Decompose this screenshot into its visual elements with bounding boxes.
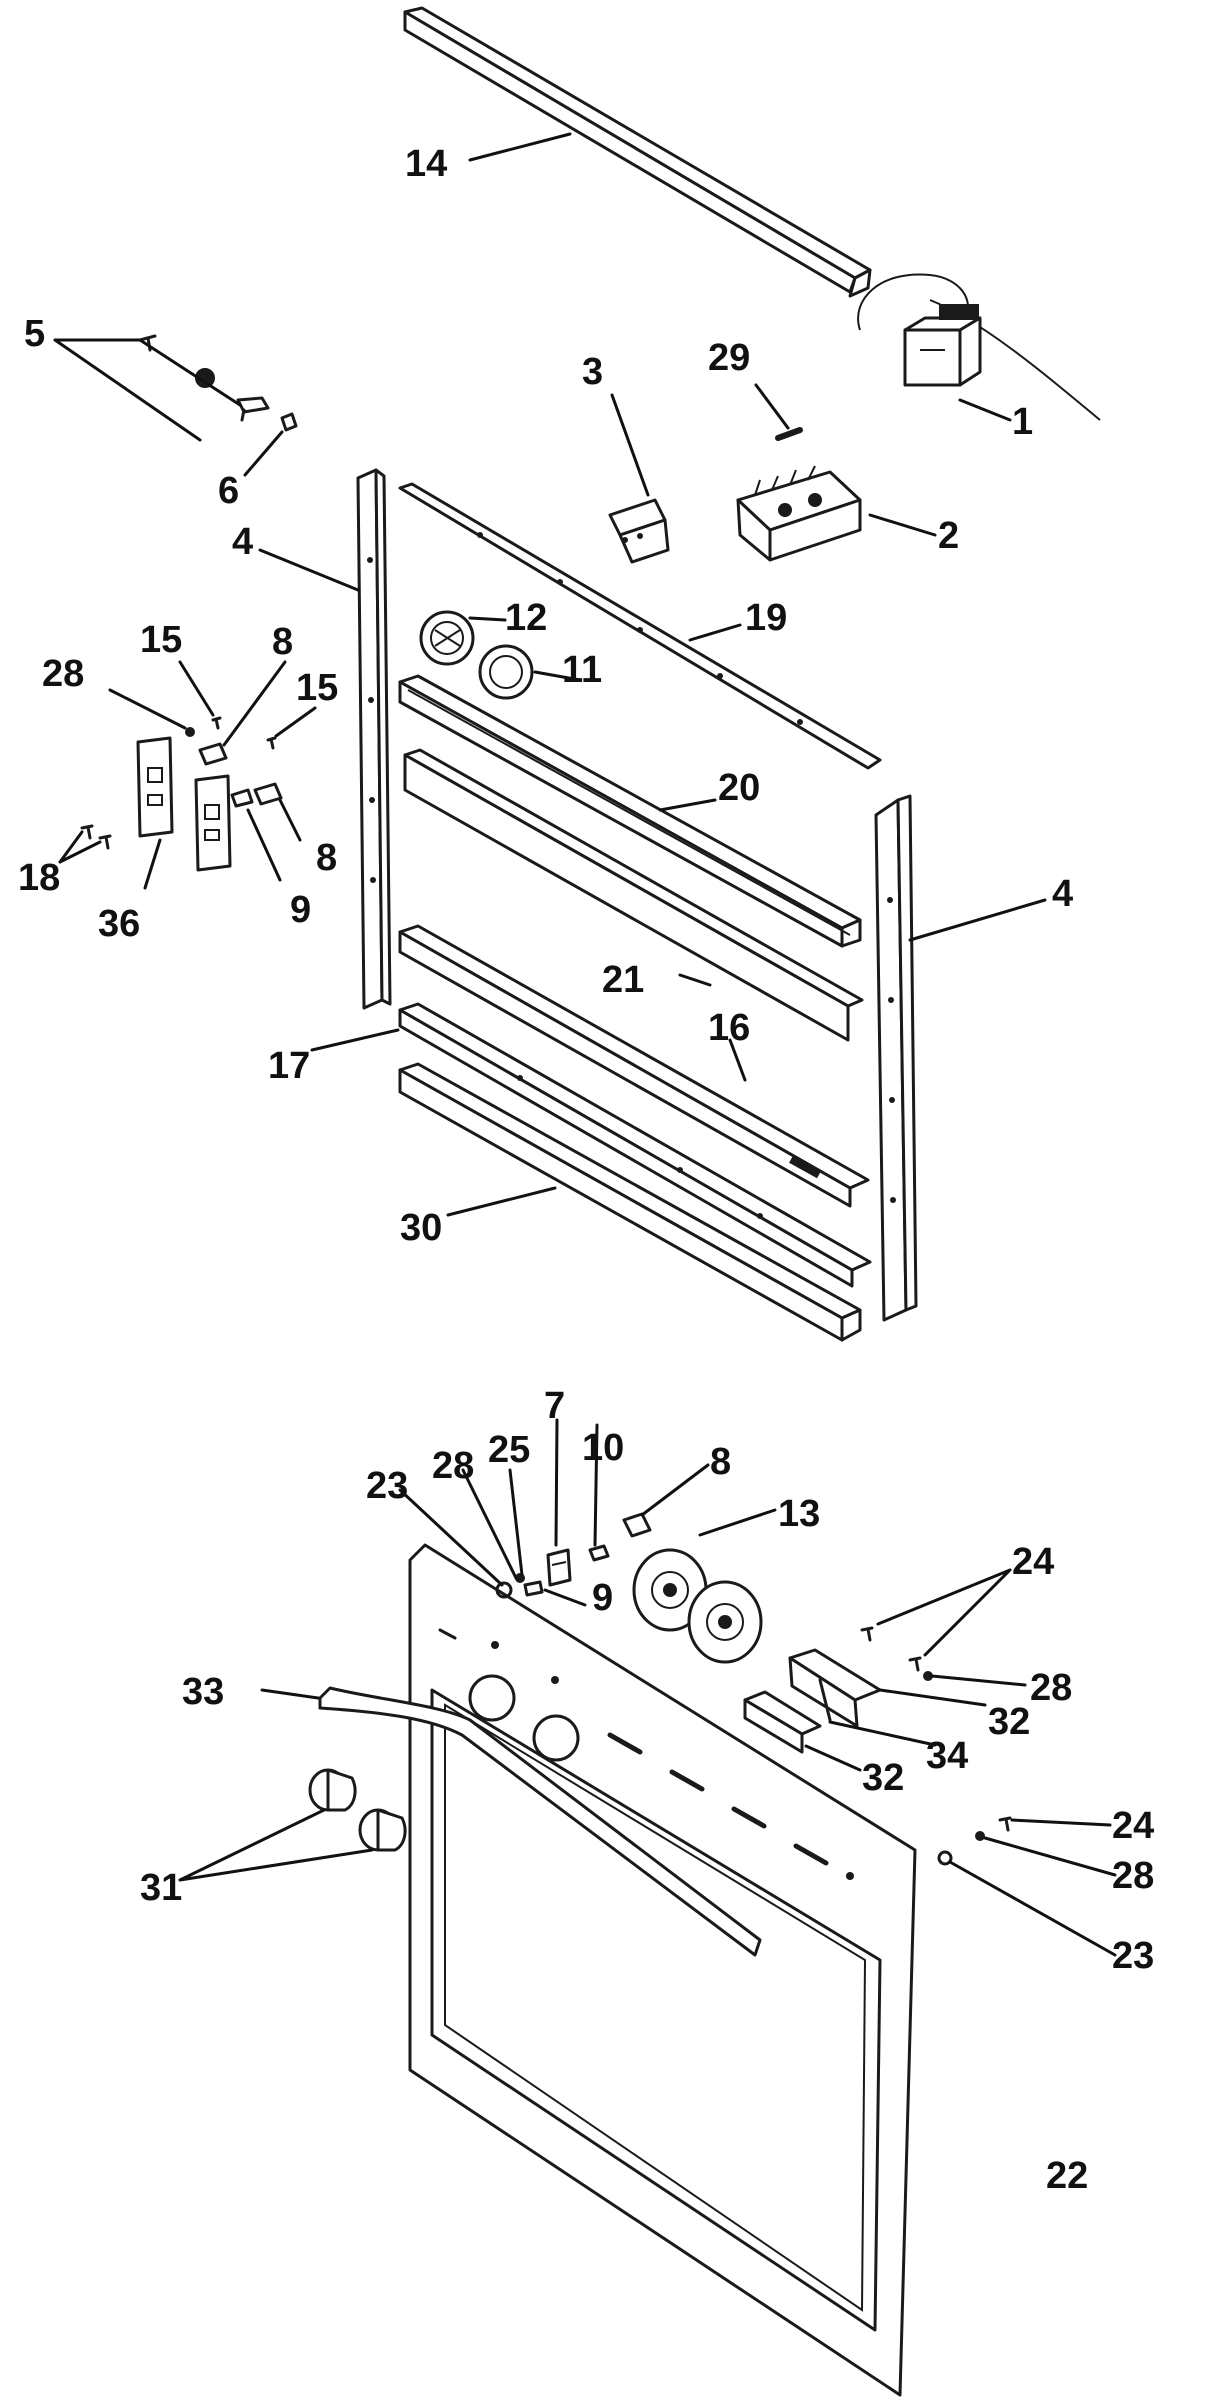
part-29-pin xyxy=(775,427,803,441)
callout-29: 29 xyxy=(708,337,750,379)
callout-20: 20 xyxy=(718,767,760,809)
callout-28-right-upper: 28 xyxy=(1030,1667,1072,1709)
callout-7: 7 xyxy=(544,1385,565,1427)
part-30-bottom-rail xyxy=(398,1062,862,1342)
callout-17: 17 xyxy=(268,1045,310,1087)
callout-6: 6 xyxy=(218,470,239,512)
callout-23-lower: 23 xyxy=(1112,1935,1154,1977)
callout-32-lower: 32 xyxy=(862,1757,904,1799)
part-11-dial-gasket xyxy=(478,644,534,700)
part-22-front-panel xyxy=(408,1543,917,2397)
part-12-dial-gasket xyxy=(419,610,475,666)
callout-10: 10 xyxy=(582,1427,624,1469)
callout-8-upper-panel: 8 xyxy=(710,1441,731,1483)
part-3-bracket xyxy=(608,498,670,564)
callout-28-right-lower: 28 xyxy=(1112,1855,1154,1897)
part-8-switch-cap-upper xyxy=(622,1512,652,1538)
part-31-knobs xyxy=(308,1768,407,1852)
part-6-clip xyxy=(280,412,298,432)
part-36-switch-brackets xyxy=(136,736,232,872)
callout-34: 34 xyxy=(926,1735,968,1777)
callout-13: 13 xyxy=(778,1493,820,1535)
part-18-screws xyxy=(80,824,112,850)
part-24-screw-lower xyxy=(998,1816,1012,1832)
callout-23-upper: 23 xyxy=(366,1465,408,1507)
part-25-spacer xyxy=(523,1580,544,1597)
callout-30: 30 xyxy=(400,1207,442,1249)
callout-33: 33 xyxy=(182,1671,224,1713)
callout-4-right: 4 xyxy=(1052,873,1073,915)
part-7-light-housing xyxy=(546,1548,572,1587)
part-32-bracket-lower xyxy=(743,1690,822,1754)
part-16-lower-rail xyxy=(398,924,870,1208)
part-14-top-trim-rail xyxy=(403,6,872,298)
callout-9-left: 9 xyxy=(290,889,311,931)
callout-15-lower: 15 xyxy=(296,667,338,709)
callout-14: 14 xyxy=(405,143,447,185)
part-15-screws-left xyxy=(211,716,277,750)
callout-18: 18 xyxy=(18,857,60,899)
callout-labels: 14 1 5 3 29 6 2 4 12 19 15 8 28 15 11 20… xyxy=(18,143,1154,2197)
leader-lines xyxy=(53,132,1117,1957)
part-4-left-side-channel xyxy=(356,468,392,1010)
callout-12: 12 xyxy=(505,597,547,639)
callout-21: 21 xyxy=(602,959,644,1001)
part-13-switch xyxy=(632,1548,763,1664)
part-28-washer-left xyxy=(185,727,195,737)
part-10-lamp-cover xyxy=(588,1544,610,1562)
callout-24-lower: 24 xyxy=(1112,1805,1154,1847)
part-1-thermostat xyxy=(857,273,1101,421)
callout-36: 36 xyxy=(98,903,140,945)
part-19-top-strip xyxy=(398,482,882,770)
part-4-right-side-channel xyxy=(874,794,918,1322)
part-21-middle-channel xyxy=(403,748,864,1042)
callout-16: 16 xyxy=(708,1007,750,1049)
callout-31: 31 xyxy=(140,1867,182,1909)
callout-19: 19 xyxy=(745,597,787,639)
callout-8-upper: 8 xyxy=(272,621,293,663)
callout-1: 1 xyxy=(1012,401,1033,443)
callout-28-left: 28 xyxy=(42,653,84,695)
callout-9-panel: 9 xyxy=(592,1577,613,1619)
part-20-upper-rail xyxy=(398,674,862,948)
callout-28-upper: 28 xyxy=(432,1445,474,1487)
callout-5: 5 xyxy=(24,313,45,355)
part-33-handle xyxy=(318,1686,762,1957)
callout-25: 25 xyxy=(488,1429,530,1471)
callout-2: 2 xyxy=(938,515,959,557)
callout-24-upper: 24 xyxy=(1012,1541,1054,1583)
part-24-screws-upper xyxy=(860,1626,922,1672)
callout-8-middle: 8 xyxy=(316,837,337,879)
part-23-knob-bushing-upper xyxy=(495,1581,513,1599)
part-23-bushing-lower xyxy=(937,1850,953,1866)
callout-3: 3 xyxy=(582,351,603,393)
part-5-screws-set xyxy=(138,334,270,422)
callout-11: 11 xyxy=(562,649,602,691)
part-2-selector-switch xyxy=(736,465,862,562)
part-17-strip xyxy=(398,1002,872,1288)
part-34-trim xyxy=(818,1678,832,1722)
callout-32-upper: 32 xyxy=(988,1701,1030,1743)
callout-15-upper: 15 xyxy=(140,619,182,661)
part-8-switch-caps xyxy=(198,742,283,808)
part-28-washer-right-lower xyxy=(975,1831,985,1841)
callout-22: 22 xyxy=(1046,2155,1088,2197)
callout-4-left: 4 xyxy=(232,521,253,563)
